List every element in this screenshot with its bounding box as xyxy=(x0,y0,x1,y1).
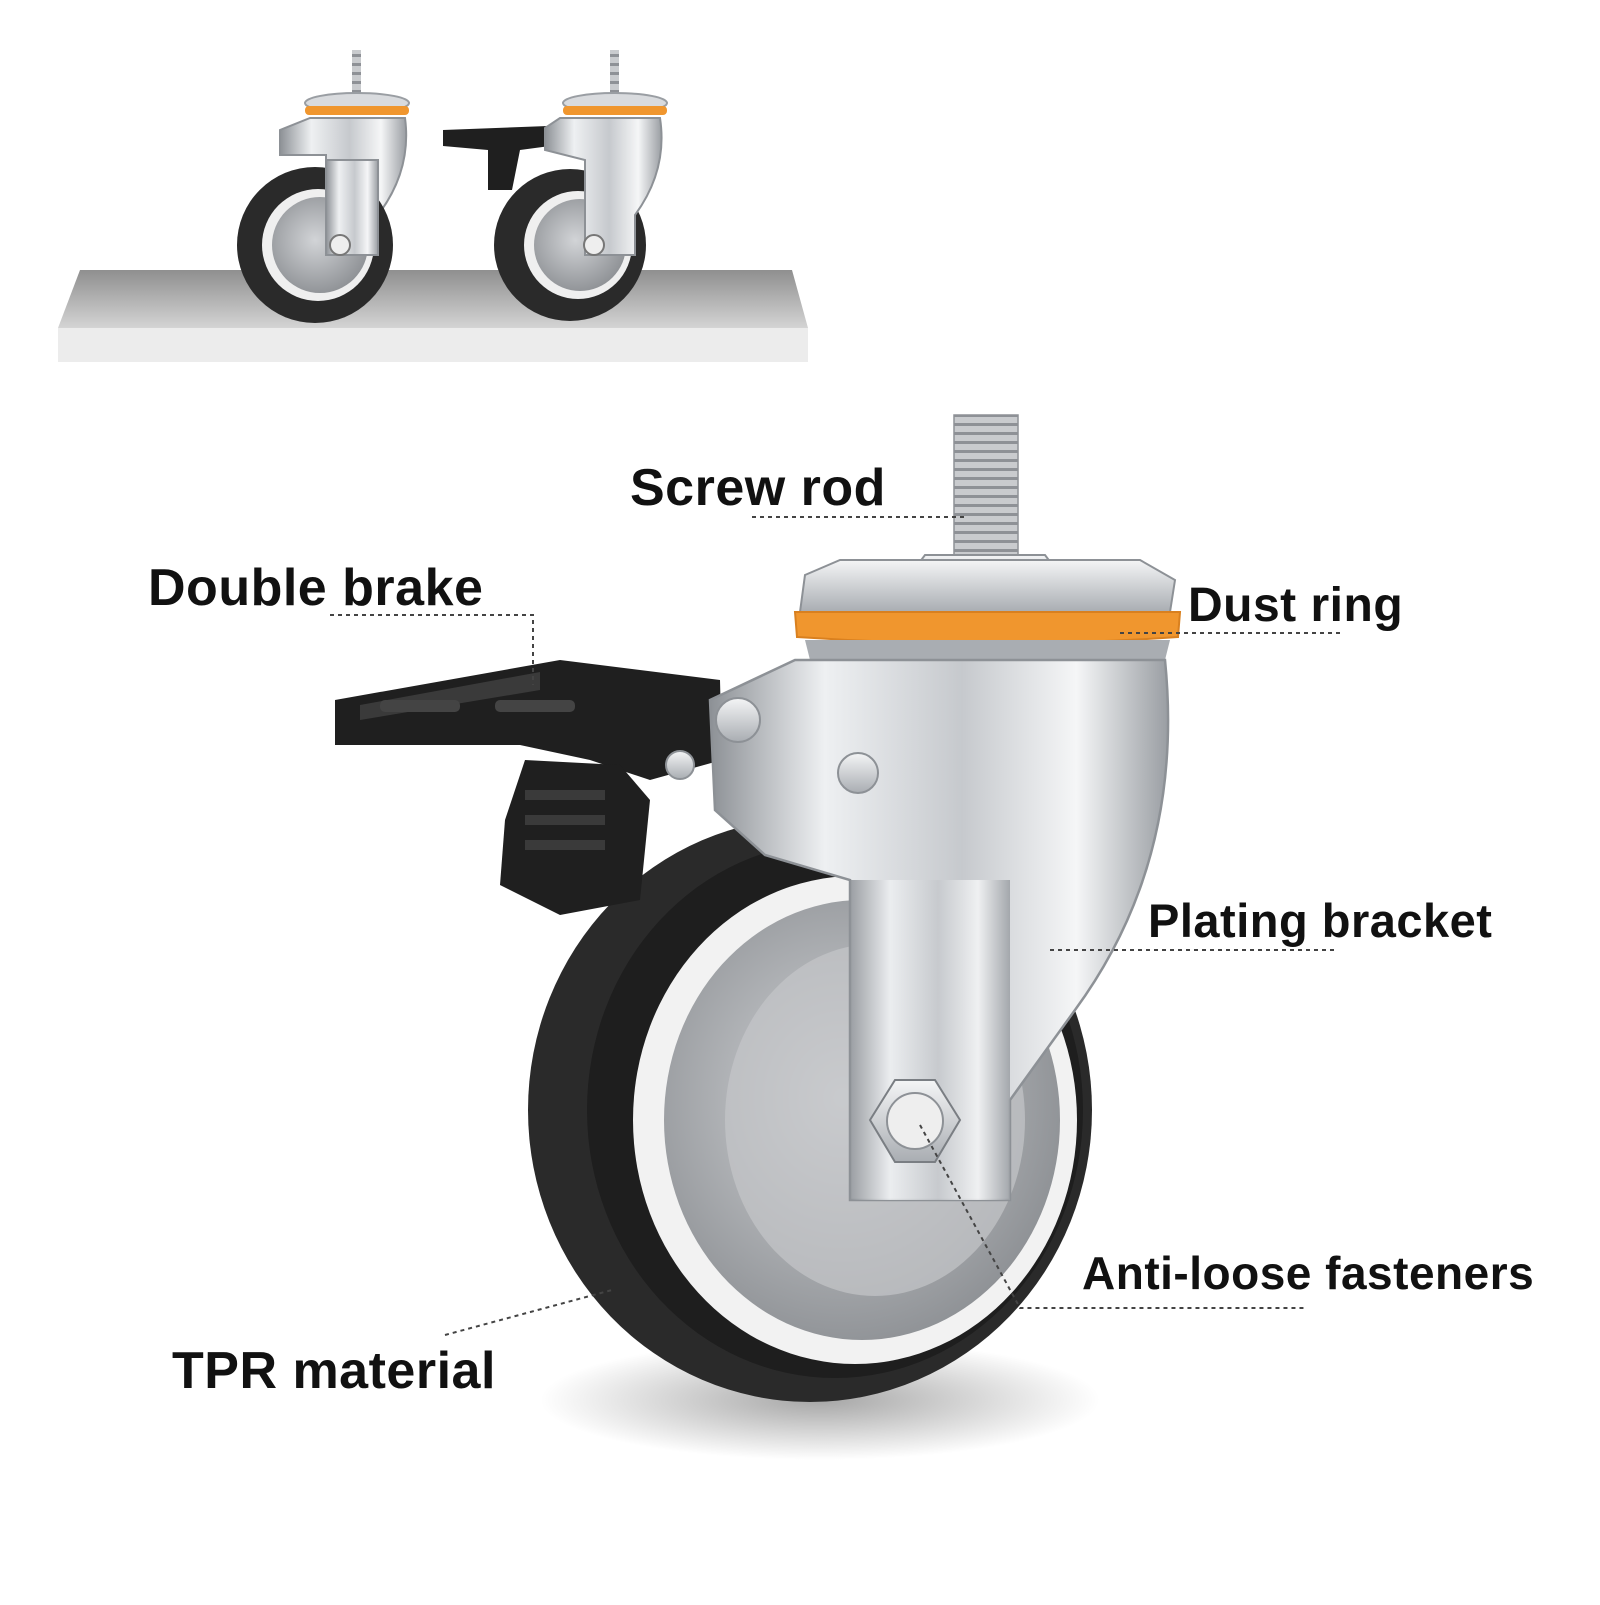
leader-tpr-material xyxy=(444,1289,613,1336)
leader-double-brake xyxy=(330,614,534,685)
label-anti-loose-fasteners: Anti-loose fasteners xyxy=(1082,1247,1535,1299)
floor-edge xyxy=(58,328,808,362)
small-caster-unlocked xyxy=(237,50,410,323)
label-tpr-material: TPR material xyxy=(172,1342,496,1400)
floor-top xyxy=(58,270,808,328)
label-dust-ring: Dust ring xyxy=(1188,579,1404,632)
anti-loose-fastener-part xyxy=(868,1079,962,1163)
label-screw-rod: Screw rod xyxy=(630,459,886,517)
leader-anti-loose xyxy=(919,1124,1305,1309)
small-caster-with-brake xyxy=(443,50,668,321)
double-brake-part xyxy=(335,660,722,915)
label-plating-bracket: Plating bracket xyxy=(1148,894,1493,947)
label-double-brake: Double brake xyxy=(148,559,484,617)
leader-lines xyxy=(330,516,1340,1336)
top-floor-illustration xyxy=(58,270,808,362)
dust-ring-part xyxy=(793,559,1182,660)
